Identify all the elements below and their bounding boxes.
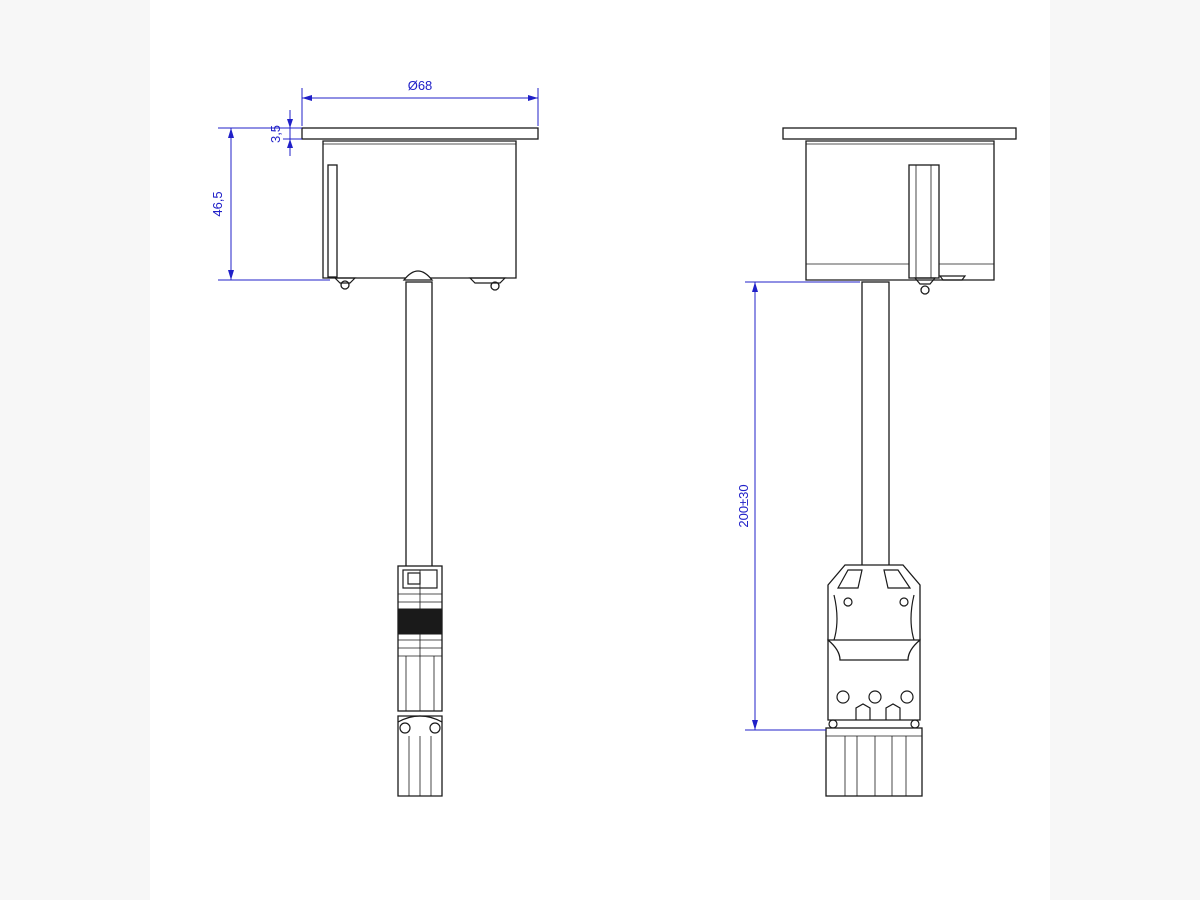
front-view-latch <box>908 164 940 279</box>
dimension-cable-length-label: 200±30 <box>736 484 751 527</box>
dimension-flange-thickness-label: 3,5 <box>268 125 283 143</box>
side-view-foot-right <box>490 281 500 291</box>
front-view-connector-lower <box>825 727 923 797</box>
front-view-foot <box>920 285 930 295</box>
dimension-diameter-label: Ø68 <box>408 78 433 93</box>
side-view-cable <box>405 281 433 569</box>
front-view-flange <box>782 127 1017 140</box>
front-view-connector-clip <box>827 564 921 641</box>
front-view-cable <box>861 281 890 567</box>
front-view <box>782 127 1017 797</box>
side-view-latch <box>327 164 338 278</box>
side-view-grommet <box>402 270 434 281</box>
dimension-body-height-label: 46,5 <box>210 191 225 216</box>
dimension-diameter: Ø68 <box>301 78 539 126</box>
side-view-flange <box>301 127 539 140</box>
front-view-connector-body <box>827 638 921 721</box>
dimension-cable-length: 200±30 <box>736 281 860 731</box>
side-view <box>301 127 539 797</box>
side-view-housing <box>322 140 517 279</box>
dimension-flange-thickness: 3,5 <box>268 110 302 156</box>
dimension-body-height: 46,5 <box>210 127 330 281</box>
front-view-housing <box>805 140 995 281</box>
side-view-foot-left <box>340 280 350 290</box>
